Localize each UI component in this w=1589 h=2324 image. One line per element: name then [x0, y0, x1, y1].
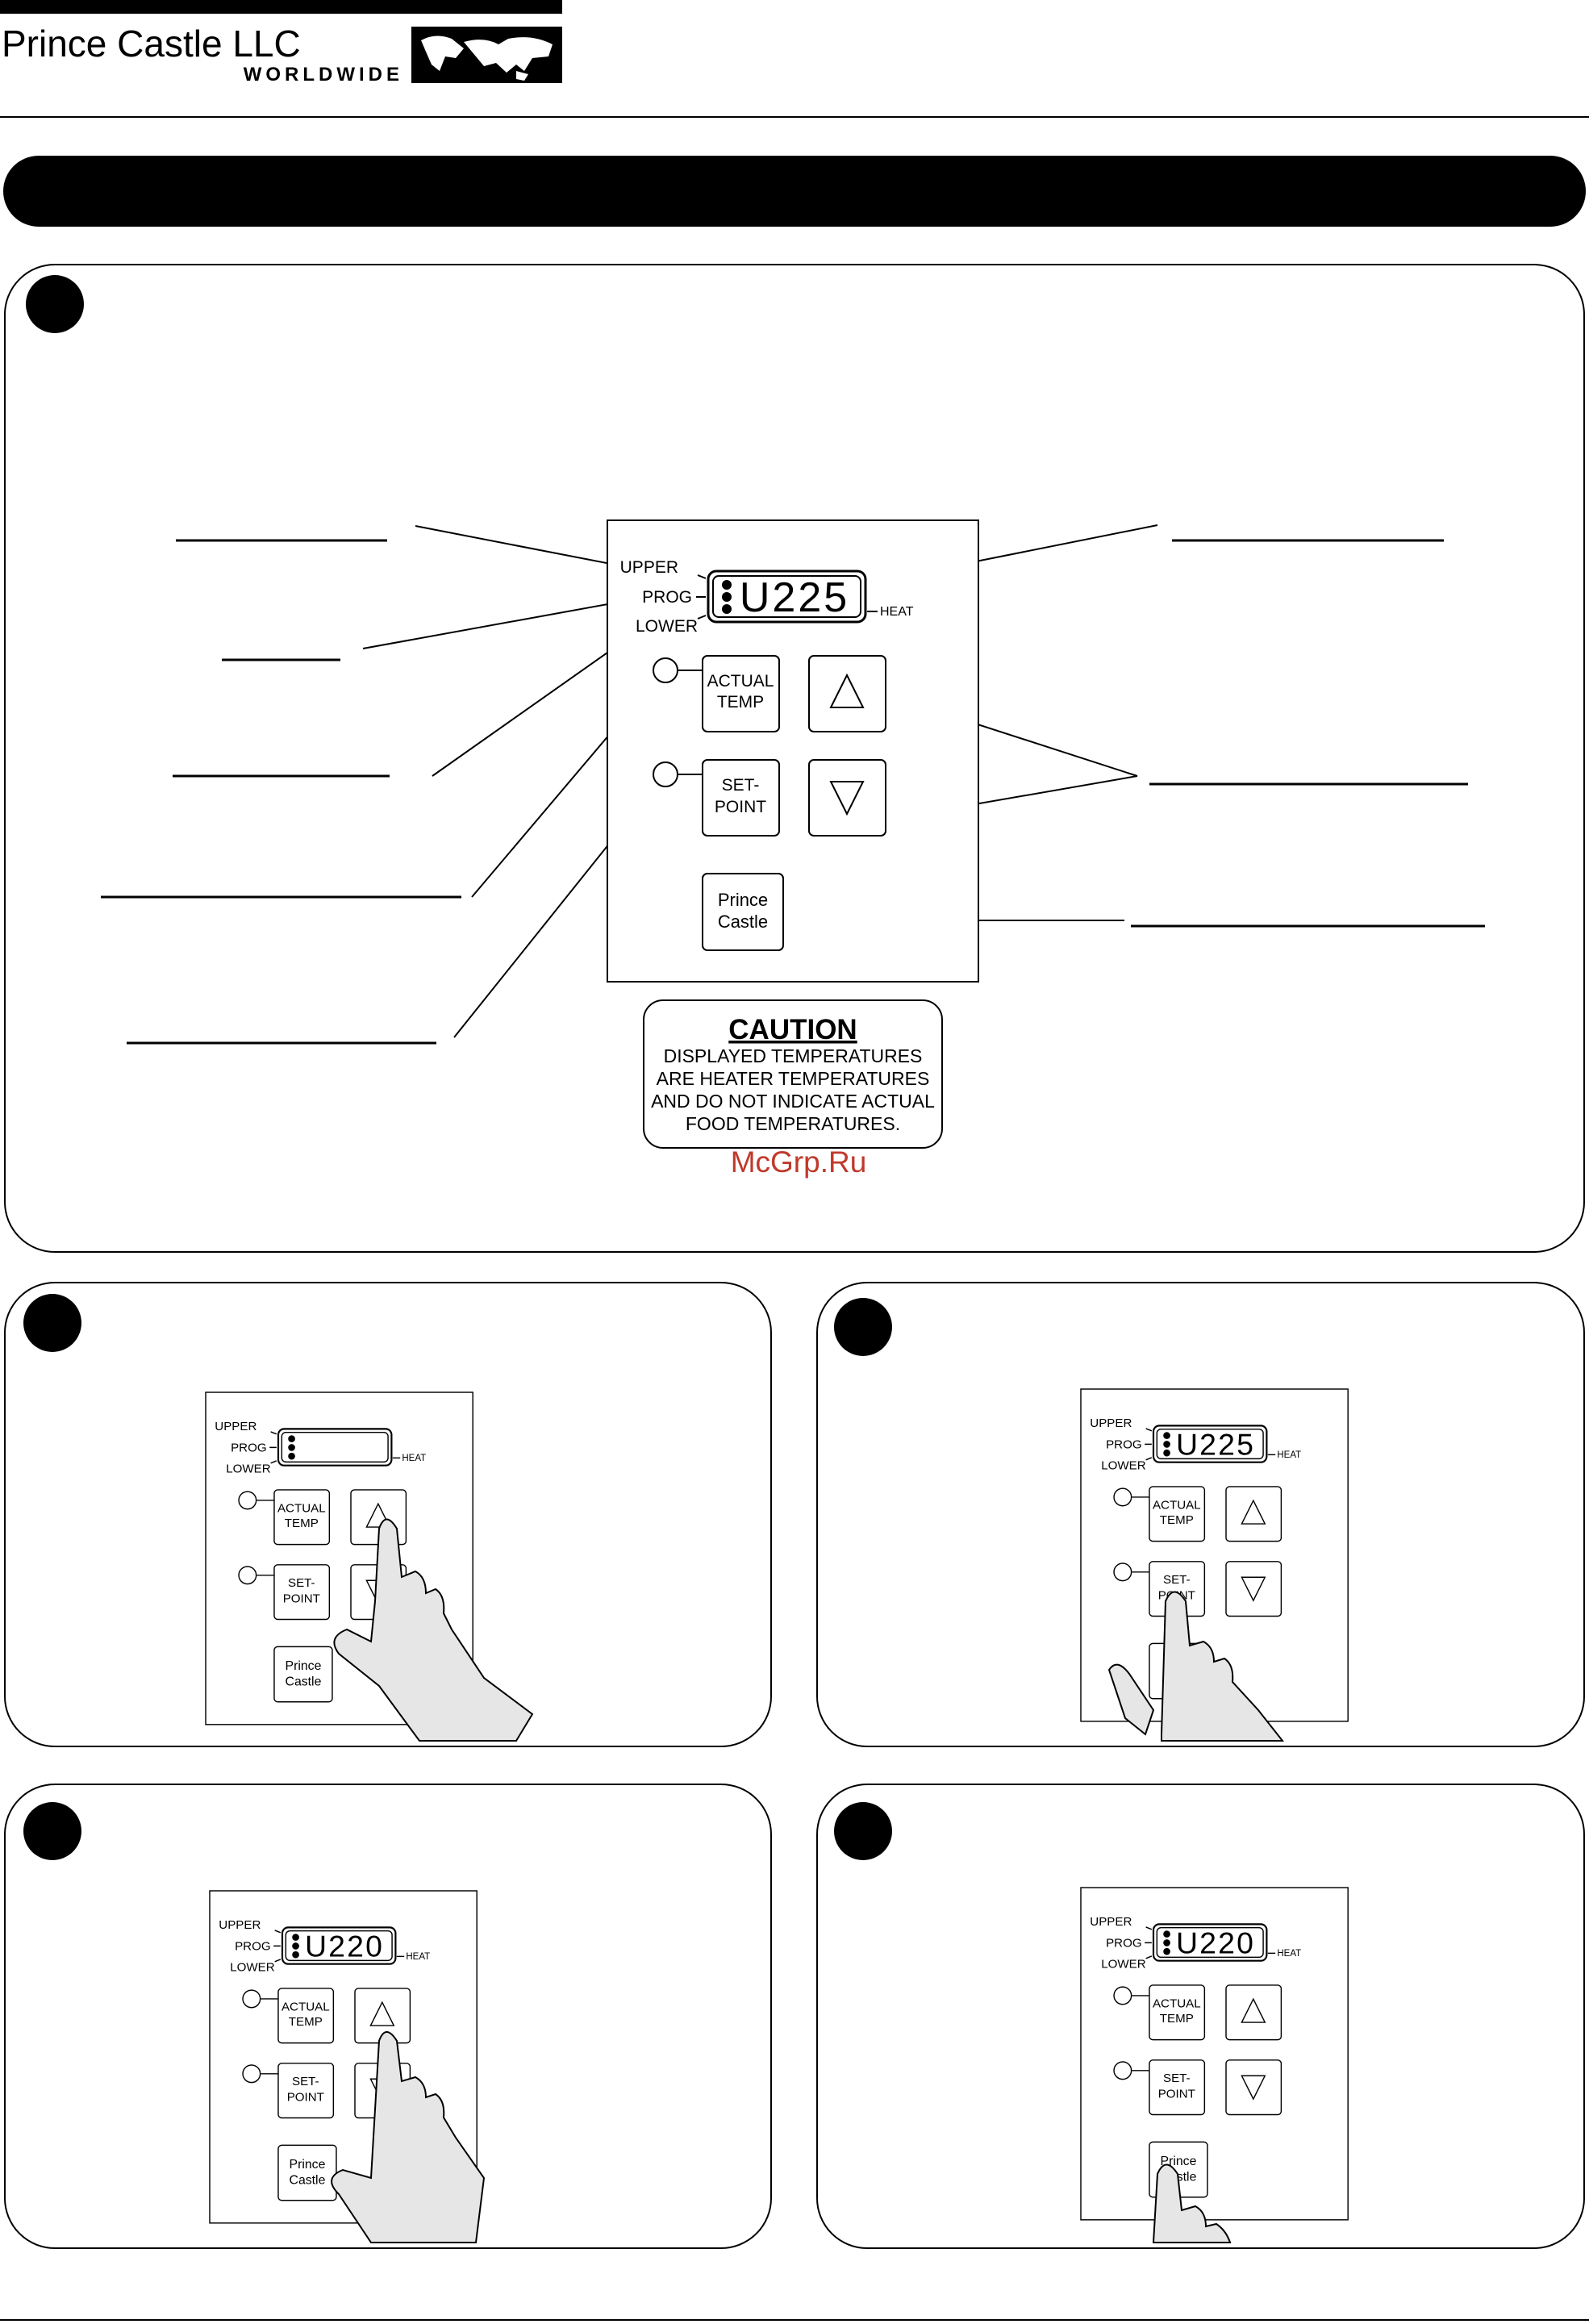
step-box-1: UPPER PROG LOWER HEAT ACTUAL TEMP SET- P… [4, 1282, 772, 1747]
pointing-hand-icon [331, 2031, 486, 2243]
upper-label: UPPER [219, 1918, 261, 1932]
company-tagline: WORLDWIDE [244, 64, 403, 86]
caution-title: CAUTION [728, 1014, 857, 1045]
upper-label: UPPER [620, 558, 678, 577]
actual-temp-button[interactable]: ACTUAL [277, 1501, 326, 1515]
temperature-display: U225 [740, 574, 849, 621]
actual-temp-button[interactable]: ACTUAL [1153, 1996, 1201, 2010]
caution-line-1: DISPLAYED TEMPERATURES [664, 1045, 923, 1066]
callout-blanks [101, 539, 1485, 1045]
actual-temp-button-line1[interactable]: ACTUAL [707, 672, 774, 691]
step-number-badge [834, 1802, 892, 1860]
overview-section: UPPER PROG LOWER U225 HEAT ACTUAL TEMP S… [4, 264, 1585, 1253]
upper-label: UPPER [215, 1420, 256, 1433]
control-panel-step-3: UPPER PROG LOWER U220 HEAT ACTUAL TEMP S… [208, 1889, 478, 2224]
set-point-button[interactable]: POINT [287, 2091, 324, 2105]
caution-line-3: AND DO NOT INDICATE ACTUAL [651, 1091, 935, 1112]
control-panel: UPPER PROG LOWER U225 HEAT ACTUAL TEMP S… [606, 519, 980, 983]
set-point-button[interactable]: SET- [292, 2075, 319, 2088]
actual-temp-button[interactable]: TEMP [1160, 1513, 1194, 1527]
step-box-3: UPPER PROG LOWER U220 HEAT ACTUAL TEMP S… [4, 1784, 772, 2249]
step-number-badge [26, 275, 84, 333]
actual-temp-button-line2[interactable]: TEMP [717, 693, 764, 711]
lower-label: LOWER [1101, 1957, 1145, 1971]
prog-label: PROG [231, 1441, 267, 1454]
prince-castle-button-line1[interactable]: Prince [718, 890, 768, 910]
set-point-button[interactable]: POINT [283, 1592, 320, 1606]
lower-label: LOWER [636, 617, 698, 636]
lower-label: LOWER [1101, 1458, 1145, 1472]
actual-temp-button[interactable]: TEMP [1160, 2012, 1194, 2026]
actual-temp-button[interactable]: TEMP [289, 2015, 323, 2029]
caution-label: CAUTION DISPLAYED TEMPERATURES ARE HEATE… [643, 999, 943, 1149]
heat-label: HEAT [1277, 1450, 1301, 1460]
step-number-badge [23, 1802, 81, 1860]
prog-label: PROG [642, 588, 692, 607]
up-arrow-button[interactable] [809, 656, 886, 732]
lower-label: LOWER [230, 1960, 274, 1974]
heat-label: HEAT [1277, 1949, 1301, 1959]
set-point-button[interactable]: SET- [1163, 1573, 1191, 1587]
heat-label: HEAT [880, 605, 914, 619]
prog-label: PROG [1106, 1936, 1142, 1950]
pointing-hand-icon [333, 1518, 534, 1742]
caution-line-2: ARE HEATER TEMPERATURES [657, 1068, 930, 1089]
prince-castle-button[interactable]: Prince [286, 1659, 322, 1673]
lower-label: LOWER [226, 1462, 270, 1475]
set-point-button[interactable]: POINT [1158, 2088, 1195, 2101]
set-point-button[interactable]: SET- [288, 1576, 315, 1590]
prince-castle-button-line2[interactable]: Castle [718, 912, 768, 932]
actual-temp-button[interactable]: ACTUAL [282, 2000, 330, 2013]
watermark: McGrp.Ru [731, 1145, 867, 1179]
world-map-logo [411, 27, 562, 83]
upper-label: UPPER [1090, 1915, 1132, 1929]
page-header: Prince Castle LLC WORLDWIDE [0, 0, 1589, 227]
down-arrow-button[interactable] [809, 760, 886, 836]
control-panel-step-2: UPPER PROG LOWER U225 HEAT ACTUAL TEMP S… [1079, 1387, 1349, 1722]
temperature-display: U220 [1176, 1926, 1255, 1959]
step-box-4: UPPER PROG LOWER U220 HEAT ACTUAL TEMP S… [816, 1784, 1585, 2249]
caution-line-4: FOOD TEMPERATURES. [686, 1113, 900, 1134]
pointing-hand-icon [1152, 2163, 1232, 2243]
heat-label: HEAT [402, 1454, 426, 1463]
prince-castle-button[interactable]: Prince [290, 2158, 326, 2172]
set-point-button-line2[interactable]: POINT [715, 798, 766, 816]
temperature-display: U225 [1176, 1427, 1255, 1461]
section-banner [3, 156, 1586, 227]
step-number-badge [23, 1294, 81, 1352]
set-point-button-line1[interactable]: SET- [722, 776, 760, 795]
step-number-badge [834, 1298, 892, 1356]
prog-label: PROG [235, 1939, 271, 1953]
prog-label: PROG [1106, 1437, 1142, 1451]
control-panel-step-1: UPPER PROG LOWER HEAT ACTUAL TEMP SET- P… [204, 1391, 474, 1725]
step-box-2: UPPER PROG LOWER U225 HEAT ACTUAL TEMP S… [816, 1282, 1585, 1747]
upper-label: UPPER [1090, 1417, 1132, 1430]
prince-castle-button[interactable]: Castle [286, 1675, 322, 1689]
header-bar [0, 0, 562, 14]
heat-label: HEAT [406, 1952, 430, 1962]
set-point-button[interactable]: SET- [1163, 2072, 1191, 2085]
actual-temp-button[interactable]: TEMP [285, 1517, 319, 1530]
control-panel-step-4: UPPER PROG LOWER U220 HEAT ACTUAL TEMP S… [1079, 1886, 1349, 2221]
actual-temp-button[interactable]: ACTUAL [1153, 1498, 1201, 1512]
company-name: Prince Castle LLC [2, 23, 301, 65]
pointing-hand-icon [1107, 1591, 1285, 1742]
prince-castle-button[interactable]: Castle [290, 2174, 326, 2188]
temperature-display: U220 [305, 1929, 384, 1963]
